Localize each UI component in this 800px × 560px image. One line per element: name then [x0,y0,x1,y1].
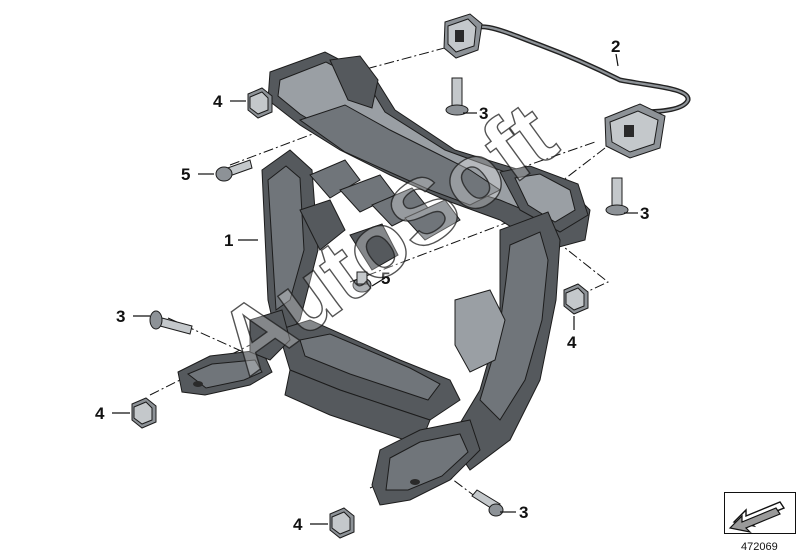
callout-4-lower-left: 4 [95,404,105,423]
back-arrow-icon[interactable] [724,492,796,534]
leader-lines [112,53,638,525]
screw-hardware [149,77,629,517]
callout-3-top: 3 [479,104,488,123]
callout-3-right: 3 [640,204,649,223]
bushing-hardware [215,159,372,293]
callout-3-left: 3 [116,307,125,326]
callout-2: 2 [611,37,620,56]
callouts: 1 2 3 3 3 3 4 4 4 4 5 5 [95,37,649,534]
callout-4-bottom: 4 [293,515,303,534]
clip-nut-hardware [131,87,589,539]
callout-5-left: 5 [181,165,190,184]
callout-5-center: 5 [381,269,390,288]
callout-1: 1 [224,231,233,250]
callout-4-right: 4 [567,333,577,352]
callout-3-bottom: 3 [519,503,528,522]
sensor-cable [443,13,691,159]
callout-4-top-left: 4 [213,92,223,111]
document-number: 472069 [741,541,778,553]
bracket-assembly [177,51,591,506]
